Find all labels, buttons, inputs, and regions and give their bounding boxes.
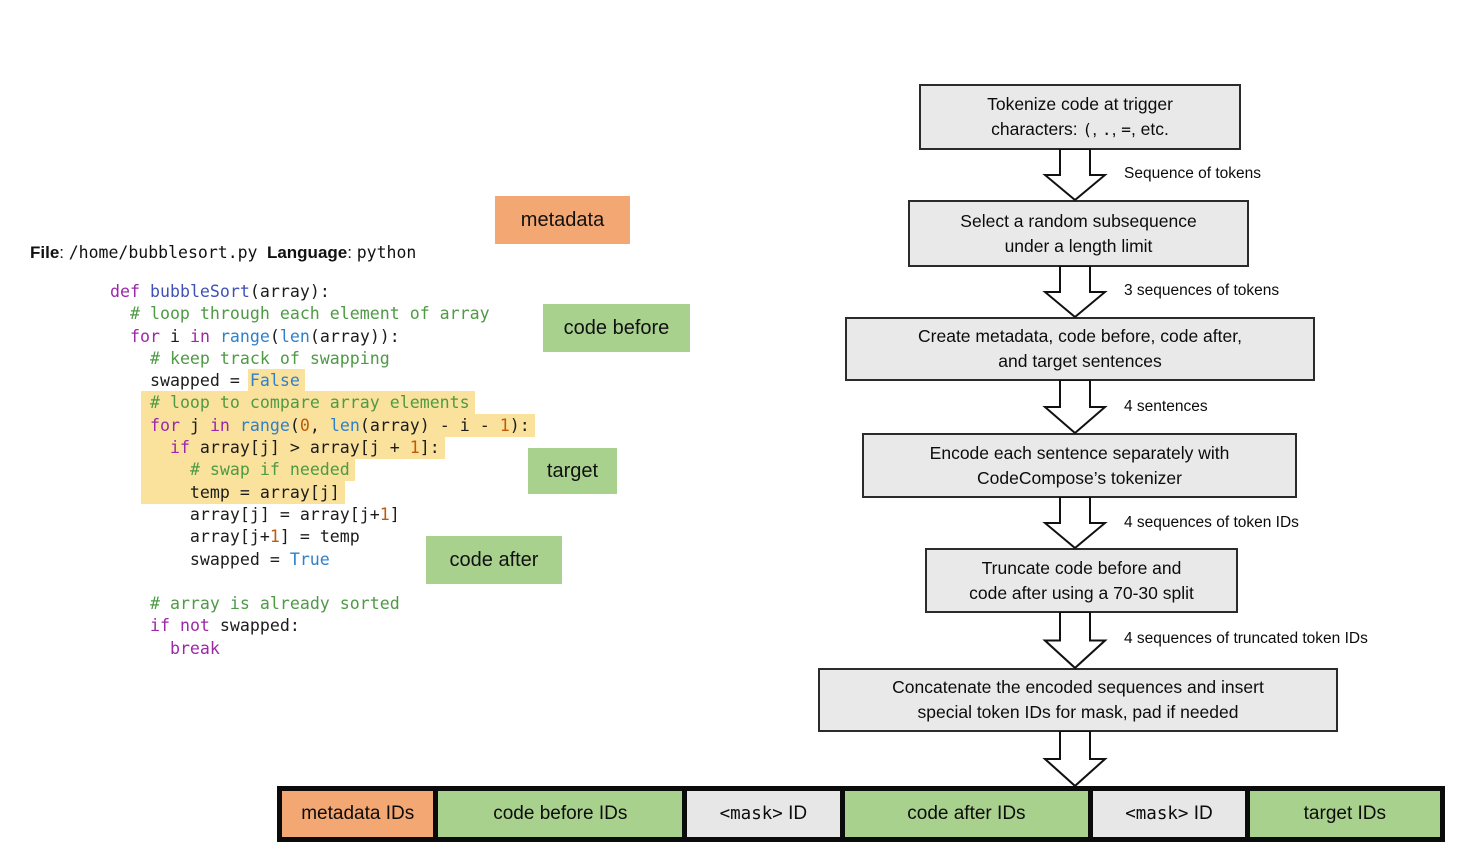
token-sequence-bar: metadata IDs code before IDs <mask> ID c…	[277, 786, 1445, 842]
bar-segment-mask-id-1: <mask> ID	[682, 791, 840, 837]
flow-step-create-sentences-text: Create metadata, code before, code after…	[918, 326, 1242, 371]
flow-step-concatenate-text: Concatenate the encoded sequences and in…	[892, 677, 1264, 722]
flow-arrow-down-icon	[1042, 380, 1108, 434]
flow-arrow-down-icon	[1042, 612, 1108, 669]
flow-arrow-down-icon	[1042, 149, 1108, 201]
flow-arrow-down-icon	[1042, 497, 1108, 549]
file-language-line: File: /home/bubblesort.py Language: pyth…	[30, 243, 417, 262]
flow-arrow-label-4-truncated-token-ids: 4 sequences of truncated token IDs	[1124, 630, 1368, 647]
flow-step-create-sentences: Create metadata, code before, code after…	[845, 317, 1315, 381]
bar-segment-mask-id-2: <mask> ID	[1088, 791, 1245, 837]
flow-arrow-label-4-token-ids: 4 sequences of token IDs	[1124, 514, 1299, 531]
flow-arrow-label-sequence-of-tokens: Sequence of tokens	[1124, 165, 1262, 182]
flow-arrow-label-3-sequences: 3 sequences of tokens	[1124, 282, 1280, 299]
flow-arrow-label-4-sentences: 4 sentences	[1124, 398, 1208, 415]
bar-segment-target-ids: target IDs	[1244, 791, 1440, 837]
code-snippet: def bubbleSort(array): # loop through ea…	[110, 281, 535, 660]
code-before-tag: code before	[543, 304, 690, 352]
flow-step-concatenate: Concatenate the encoded sequences and in…	[818, 668, 1338, 732]
bar-segment-code-after-ids: code after IDs	[839, 791, 1089, 837]
bar-segment-code-before-ids: code before IDs	[433, 791, 683, 837]
flow-arrow-down-icon	[1042, 731, 1108, 787]
code-after-tag: code after	[426, 536, 562, 584]
bar-segment-metadata-ids: metadata IDs	[282, 791, 434, 837]
target-tag: target	[528, 448, 617, 494]
flow-arrow-down-icon	[1042, 266, 1108, 318]
metadata-tag: metadata	[495, 196, 630, 244]
